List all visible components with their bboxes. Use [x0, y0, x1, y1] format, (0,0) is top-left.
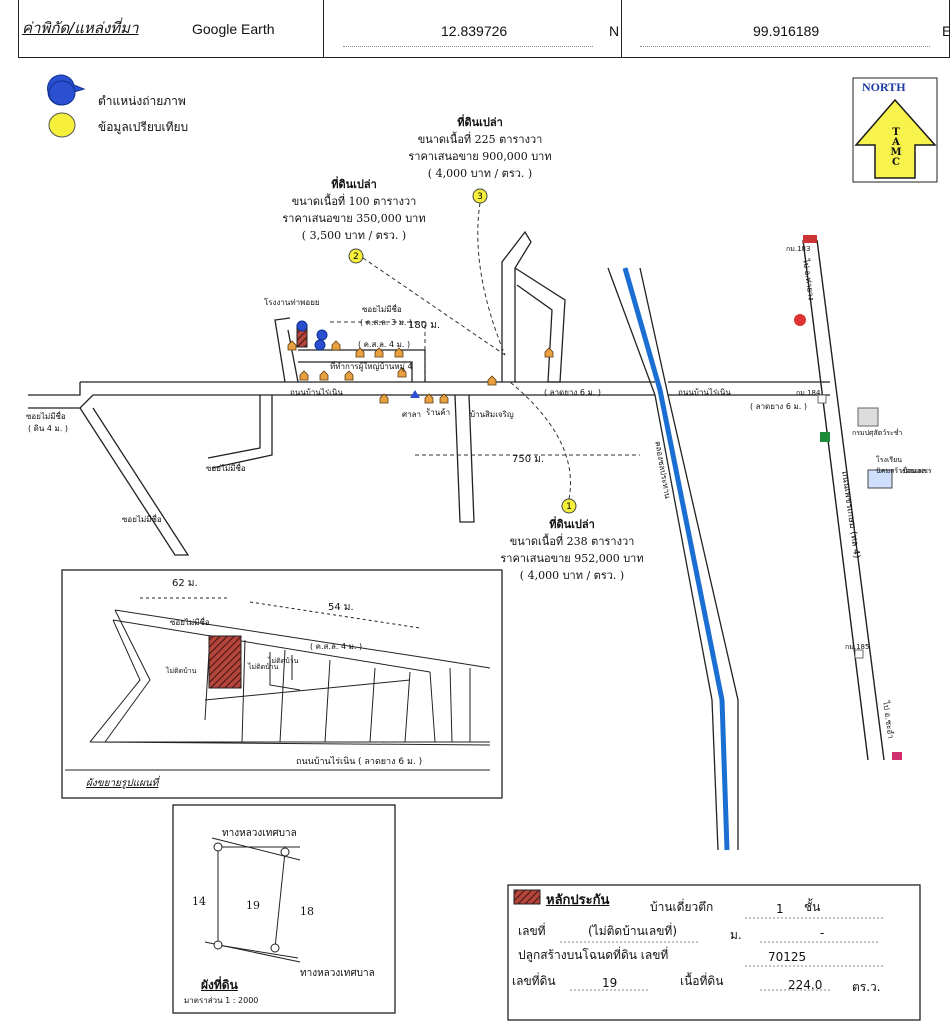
info-deed-no: 70125 [768, 950, 807, 964]
info-title: หลักประกัน [546, 893, 610, 908]
soi-top-label: ซอยไม่มีชื่อ [362, 305, 402, 314]
inset-kasl4: ( ค.ส.ล. 4 ม. ) [310, 642, 363, 651]
soi-lower-label-2: ซอยไม่มีชื่อ [122, 515, 162, 524]
comparable-2-info: ที่ดินเปล่า ขนาดเนื้อที่ 100 ตารางวา ราค… [282, 178, 426, 242]
factory-label: โรงงานท่าพอยย [264, 298, 320, 307]
info-land-no-label: เลขที่ดิน [512, 974, 556, 988]
marker-1-label: 1 [566, 502, 572, 512]
info-land-no: 19 [602, 976, 618, 990]
seven-eleven-icon [820, 432, 830, 442]
info-type-label: บ้านเดี่ยวตึก [650, 900, 714, 914]
houses [287, 340, 554, 404]
inset-no-house-1: ไม่ติดบ้าน [166, 667, 197, 675]
plot-scale: มาตราส่วน 1 : 2000 [184, 996, 259, 1005]
soi-lower-label: ซอยไม่มีชื่อ [206, 464, 246, 473]
inset-dist-62: 62 ม. [172, 578, 198, 589]
comparison-icon [48, 112, 76, 138]
highway-4 [802, 239, 885, 761]
km185-label: กม.185 [845, 643, 870, 651]
inset-caption: ผังขยายรูปแผนที่ [86, 778, 159, 789]
longitude-value: 99.916189 [753, 23, 820, 39]
info-moo: - [820, 926, 825, 940]
ban-suemcharoen-label: บ้านสิมเจริญ [470, 410, 514, 419]
info-area-label: เนื้อที่ดิน [680, 974, 724, 988]
fisheries-label: กรมปศุสัตว์ระช่ำ [852, 429, 903, 437]
soi-top-sub: ( ค.ส.ล. 3 ม. ) [360, 318, 413, 327]
soi-left-label: ซอยไม่มีชื่อ [26, 412, 66, 421]
legend-comparison-label: ข้อมูลเปรียบเทียบ [98, 120, 189, 134]
government-building-icon [857, 407, 879, 427]
plot-road-bottom: ทางหลวงเทศบาล [300, 968, 375, 979]
latitude-dir: N [609, 23, 620, 39]
plot-diagram [172, 804, 396, 1014]
distance-180: 180 ม. [408, 320, 441, 331]
inset-no-house-2: ไม่ติดบ้าน [248, 663, 279, 671]
shop-label: ร้านค้า [426, 408, 451, 417]
photo-position-icon [48, 80, 76, 106]
village-hall-label: ที่ทำการผู้ใหญ่บ้านหมู่ 4 [330, 362, 413, 371]
info-floors: 1 [776, 902, 784, 916]
main-road-label-1: ถนนบ้านไร่เนิน [290, 388, 343, 397]
info-deed-label: ปลูกสร้างบนโฉนดที่ดิน เลขที่ [518, 948, 669, 962]
north-title: NORTH [862, 80, 906, 94]
info-house-no-label: เลขที่ [518, 924, 546, 938]
km183-marker [803, 235, 817, 243]
comparable-3-info: ที่ดินเปล่า ขนาดเนื้อที่ 225 ตารางวา ราค… [408, 116, 552, 180]
info-floors-unit: ชั้น [804, 900, 821, 914]
inset-subject-plot [208, 635, 242, 689]
legend [47, 74, 86, 138]
location-map: 3 2 1 [28, 74, 938, 1021]
north-arrow [852, 77, 938, 183]
comparable-2-marker [348, 248, 364, 264]
school-icon [867, 469, 893, 489]
petrol-icon [794, 314, 806, 326]
asphalt-label-2: ( ลาดยาง 6 ม. ) [750, 402, 807, 411]
soi-left-sub: ( ดิน 4 ม. ) [28, 424, 68, 433]
inset-map [61, 569, 503, 799]
collateral-legend-swatch [513, 889, 541, 905]
plot-parcel-14: 14 [192, 895, 206, 908]
school-label-2: เขื่อนเพชร [900, 467, 932, 475]
km184-label: กม.184 [796, 389, 821, 397]
inset-road-label: ถนนบ้านไร่เนิน [296, 757, 356, 767]
latitude-value: 12.839726 [441, 23, 508, 39]
inset-road-sub: ( ลาดยาง 6 ม. ) [358, 757, 423, 767]
km183-label: กม.183 [786, 245, 811, 253]
inset-no-house-3: ไม่ติดบ้าน [268, 657, 299, 665]
comparable-1-info: ที่ดินเปล่า ขนาดเนื้อที่ 238 ตารางวา ราค… [500, 518, 644, 582]
main-road-label-2: ถนนบ้านไร่เนิน [678, 388, 731, 397]
info-house-no: (ไม่ติดบ้านเลขที่) [588, 924, 678, 938]
marker-3-label: 3 [477, 192, 483, 202]
longitude-dir: E [942, 23, 950, 39]
info-area: 224.0 [788, 978, 823, 992]
irrigation-canal [607, 267, 739, 851]
sala-label: ศาลา [402, 410, 421, 419]
kasl4-label: ( ค.ส.ล. 4 ม. ) [358, 340, 411, 349]
info-area-unit: ตร.ว. [852, 980, 881, 994]
plot-parcel-19: 19 [246, 899, 260, 912]
source-value: Google Earth [192, 21, 275, 37]
plot-road-top: ทางหลวงเทศบาล [222, 828, 297, 839]
plot-parcel-18: 18 [300, 905, 314, 918]
distance-750: 750 ม. [512, 454, 545, 465]
coordinate-header: ค่าพิกัด/แหล่งที่มา Google Earth 12.8397… [0, 0, 950, 58]
school-label: โรงเรียนนิคมสร้างตนเอง [876, 456, 925, 475]
inset-dist-54: 54 ม. [328, 602, 354, 613]
info-moo-label: ม. [730, 928, 742, 942]
inset-soi-label: ซอยไม่มีชื่อ [170, 618, 210, 627]
collateral-info-box [507, 884, 921, 1021]
legend-photo-label: ตำแหน่งถ่ายภาพ [98, 94, 186, 108]
asphalt-label-1: ( ลาดยาง 6 ม. ) [544, 388, 601, 397]
plot-caption: ผังที่ดิน [201, 978, 238, 992]
coordinate-label: ค่าพิกัด/แหล่งที่มา [22, 19, 139, 37]
marker-2-label: 2 [353, 252, 359, 262]
